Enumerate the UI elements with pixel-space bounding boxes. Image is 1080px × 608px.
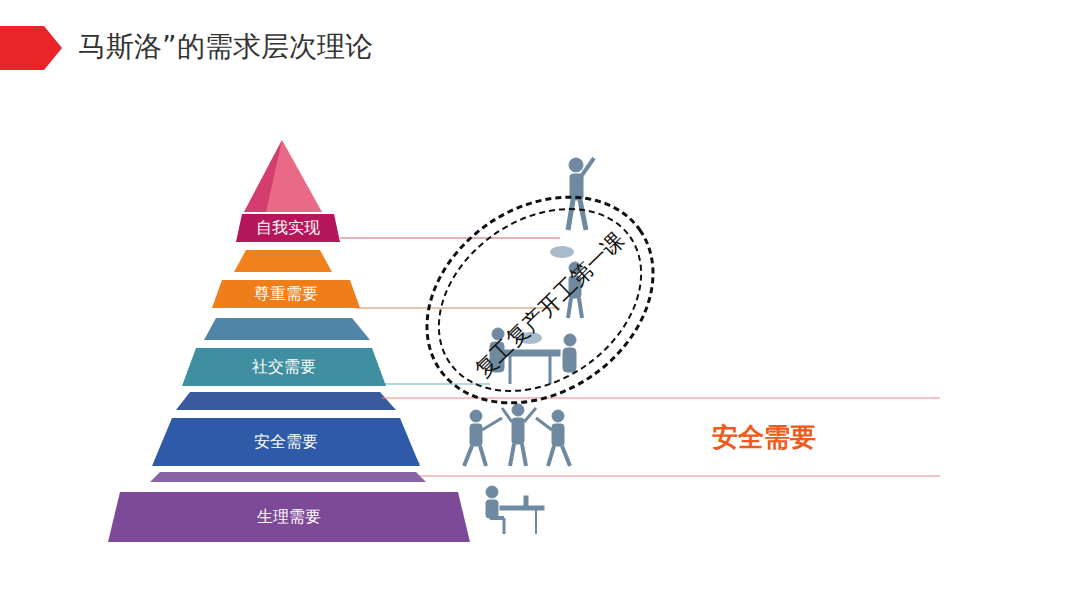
level-label: 自我实现: [256, 218, 320, 239]
pyramid-level: 生理需要: [108, 492, 470, 542]
pyramid-level: 安全需要: [152, 418, 420, 466]
level-label: 尊重需要: [254, 284, 318, 305]
leader-line: [340, 237, 560, 239]
pyramid-band: [150, 472, 426, 482]
pyramid-band: [176, 392, 396, 410]
leader-line: [382, 398, 940, 399]
pyramid-apex: [244, 140, 322, 212]
side-heading: 安全需要: [712, 420, 816, 455]
title-arrow: [0, 26, 62, 70]
pyramid-level: 社交需要: [182, 348, 386, 386]
level-label: 社交需要: [252, 357, 316, 378]
leader-line: [384, 383, 490, 385]
slide-title: 马斯洛”的需求层次理论: [78, 28, 373, 66]
level-label: 安全需要: [254, 432, 318, 453]
leader-line: [420, 476, 940, 477]
pyramid-band: [234, 250, 332, 272]
pyramid-band: [204, 318, 370, 340]
level-label: 生理需要: [257, 507, 321, 528]
stamp-outline: [387, 155, 692, 446]
pyramid-level: 自我实现: [236, 214, 340, 242]
pyramid-level: 尊重需要: [212, 280, 360, 308]
